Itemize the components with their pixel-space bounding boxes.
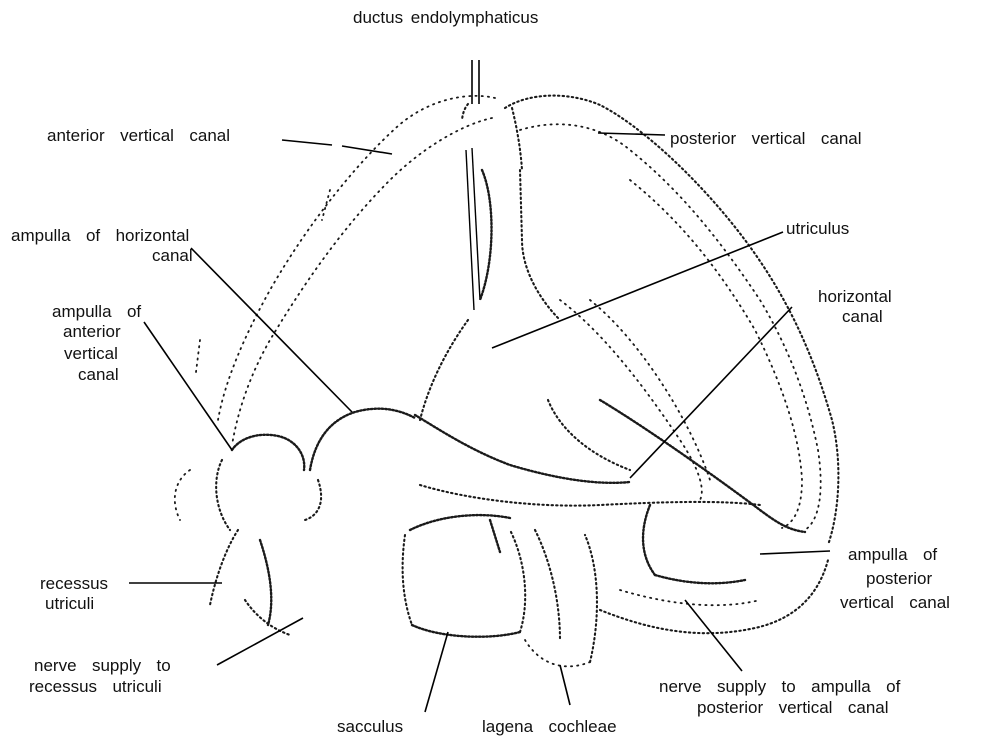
leader-lines (129, 133, 830, 712)
ampulla-anterior-drawing (175, 435, 304, 530)
label-ampulla-posterior-line1: ampulla of (848, 545, 937, 565)
label-sacculus: sacculus (337, 717, 403, 737)
ampulla-posterior-drawing (600, 505, 828, 633)
lagena-cochleae-drawing (525, 530, 597, 666)
label-ampulla-posterior-line3: vertical canal (840, 593, 950, 613)
label-nerve-ampulla-line1: nerve supply to ampulla of (659, 677, 900, 697)
label-nerve-ampulla-line2: posterior vertical canal (697, 698, 889, 718)
posterior-vertical-canal-drawing (505, 96, 838, 545)
label-horizontal-line1: horizontal (818, 287, 892, 307)
label-posterior-vertical-canal: posterior vertical canal (670, 129, 862, 149)
label-recessus-line1: recessus (40, 574, 108, 594)
ampulla-horizontal-drawing (305, 409, 415, 520)
label-ampulla-anterior-line2: anterior (63, 322, 121, 342)
utriculus-drawing (415, 300, 805, 532)
label-recessus-line2: utriculi (45, 594, 94, 614)
anterior-vertical-canal-drawing (196, 96, 495, 445)
label-ampulla-anterior-line4: canal (78, 365, 119, 385)
ductus-endolymphaticus-tube (462, 60, 479, 120)
label-ampulla-anterior-line1: ampulla of (52, 302, 141, 322)
label-nerve-recessus-line1: nerve supply to (34, 656, 171, 676)
crus-commune-drawing (466, 148, 560, 320)
label-ductus-endolymphaticus: ductus endolymphaticus (353, 8, 538, 28)
label-lagena-cochleae: lagena cochleae (482, 717, 617, 737)
label-anterior-vertical-canal: anterior vertical canal (47, 126, 230, 146)
label-ampulla-horizontal-line1: ampulla of horizontal (11, 226, 189, 246)
label-ampulla-posterior-line2: posterior (866, 569, 932, 589)
sacculus-drawing (403, 515, 526, 637)
label-ampulla-horizontal-line2: canal (152, 246, 193, 266)
label-horizontal-line2: canal (842, 307, 883, 327)
label-ampulla-anterior-line3: vertical (64, 344, 118, 364)
label-nerve-recessus-line2: recessus utriculi (29, 677, 162, 697)
label-utriculus: utriculus (786, 219, 849, 239)
